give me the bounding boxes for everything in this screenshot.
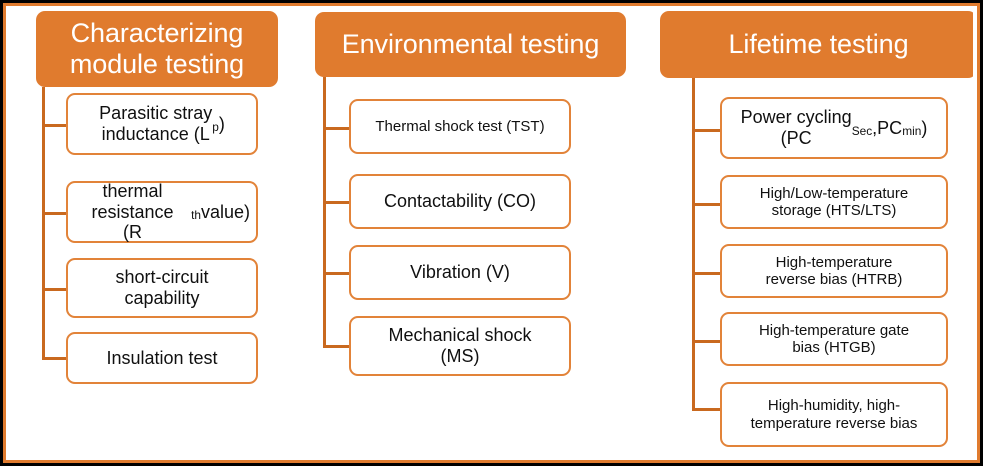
- connector-branch-2-1: [323, 127, 351, 130]
- connector-branch-3-2: [692, 203, 722, 206]
- node-vibration[interactable]: Vibration (V): [349, 245, 571, 300]
- connector-branch-1-2: [42, 212, 68, 215]
- connector-branch-1-1: [42, 124, 68, 127]
- node-insulation-test[interactable]: Insulation test: [66, 332, 258, 384]
- connector-trunk-column-3: [692, 78, 695, 411]
- node-thermal-shock-test[interactable]: Thermal shock test (TST): [349, 99, 571, 154]
- connector-branch-3-1: [692, 129, 722, 132]
- column-header-environmental-testing[interactable]: Environmental testing: [315, 12, 626, 77]
- node-high-humidity-high-temperature-reverse-bias[interactable]: High-humidity, high-temperature reverse …: [720, 382, 948, 447]
- connector-branch-1-4: [42, 357, 68, 360]
- column-header-characterizing-module-testing[interactable]: Characterizing module testing: [36, 11, 278, 87]
- connector-branch-3-5: [692, 408, 722, 411]
- column-characterizing-module-testing: Characterizing module testing Parasitic …: [0, 0, 300, 466]
- node-mechanical-shock[interactable]: Mechanical shock(MS): [349, 316, 571, 376]
- connector-branch-3-4: [692, 340, 722, 343]
- connector-branch-3-3: [692, 272, 722, 275]
- connector-trunk-column-2: [323, 77, 326, 347]
- node-contactability[interactable]: Contactability (CO): [349, 174, 571, 229]
- connector-branch-2-4: [323, 345, 351, 348]
- connector-trunk-column-1: [42, 87, 45, 359]
- connector-branch-2-3: [323, 272, 351, 275]
- column-environmental-testing: Environmental testing Thermal shock test…: [306, 0, 636, 466]
- column-header-lifetime-testing[interactable]: Lifetime testing: [660, 11, 977, 78]
- connector-branch-1-3: [42, 288, 68, 291]
- connector-branch-2-2: [323, 201, 351, 204]
